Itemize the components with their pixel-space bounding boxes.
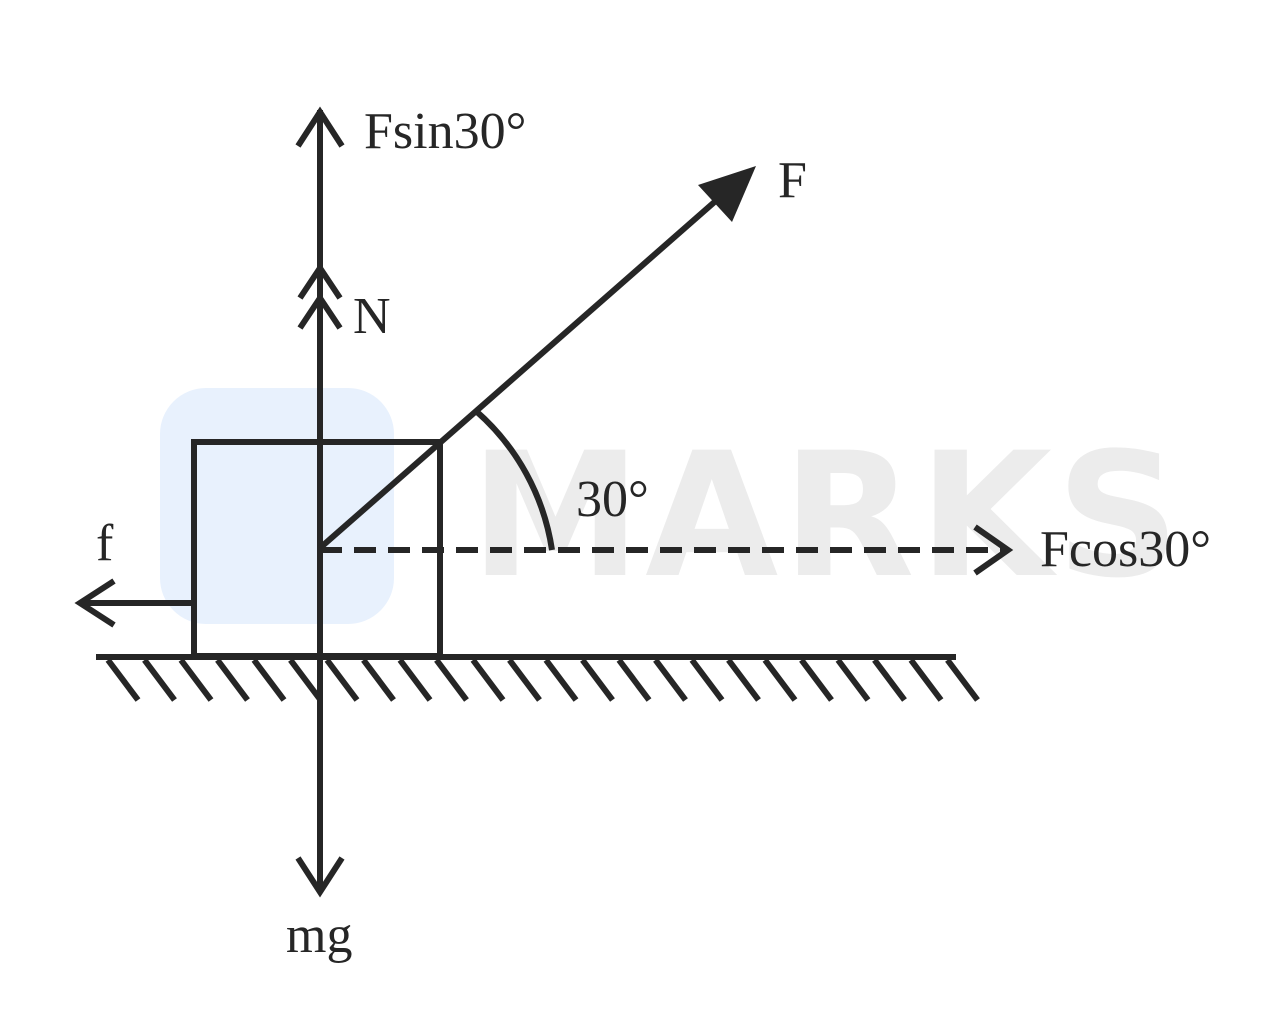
hatch-stroke: [653, 658, 688, 702]
hatch-stroke: [361, 658, 396, 702]
hatch-stroke: [616, 658, 652, 702]
hatch-stroke: [178, 658, 214, 702]
label-normal: N: [353, 288, 391, 345]
label-angle: 30°: [576, 471, 649, 528]
fcos-arrowhead: [973, 524, 1014, 576]
fcos-arrow: [320, 524, 1014, 576]
weight-arrowhead: [295, 856, 345, 898]
f-arrow: [318, 166, 756, 551]
f-arrowhead: [698, 166, 756, 222]
hatch-stroke: [872, 658, 907, 702]
fsin-arrowhead: [295, 106, 345, 148]
hatch-stroke: [215, 658, 250, 702]
label-fsin30: Fsin30°: [364, 103, 526, 160]
friction-arrow: [74, 578, 194, 628]
weight-arrow: [295, 550, 345, 898]
hatch-stroke: [726, 658, 761, 702]
hatch-stroke: [288, 658, 323, 702]
hatch-stroke: [434, 658, 469, 702]
angle-arc: [474, 408, 555, 551]
label-friction: f: [96, 515, 114, 572]
friction-arrowhead: [74, 578, 116, 628]
watermark: MARKS: [160, 388, 1184, 624]
watermark-text: MARKS: [470, 415, 1184, 616]
normal-arrowhead-upper: [297, 262, 343, 300]
normal-arrow: [297, 262, 343, 330]
f-arrow-shaft: [318, 181, 737, 551]
ground-hatching: [105, 658, 980, 702]
hatch-stroke: [908, 658, 944, 702]
normal-arrowhead-lower: [297, 292, 343, 330]
watermark-logo-icon: [160, 388, 394, 624]
hatch-stroke: [835, 658, 871, 702]
label-fcos30: Fcos30°: [1040, 521, 1211, 578]
label-weight: mg: [286, 907, 352, 964]
hatch-stroke: [543, 658, 579, 702]
hatch-stroke: [689, 658, 725, 702]
hatch-stroke: [799, 658, 834, 702]
hatch-stroke: [142, 658, 177, 702]
hatch-stroke: [762, 658, 798, 702]
hatch-stroke: [251, 658, 287, 702]
ground: [96, 654, 980, 702]
hatch-stroke: [470, 658, 506, 702]
hatch-stroke: [397, 658, 433, 702]
label-f: F: [778, 152, 807, 209]
fsin-arrow: [295, 106, 345, 550]
hatch-stroke: [507, 658, 542, 702]
hatch-stroke: [580, 658, 615, 702]
hatch-stroke: [105, 658, 141, 702]
hatch-stroke: [324, 658, 360, 702]
hatch-stroke: [945, 658, 980, 702]
